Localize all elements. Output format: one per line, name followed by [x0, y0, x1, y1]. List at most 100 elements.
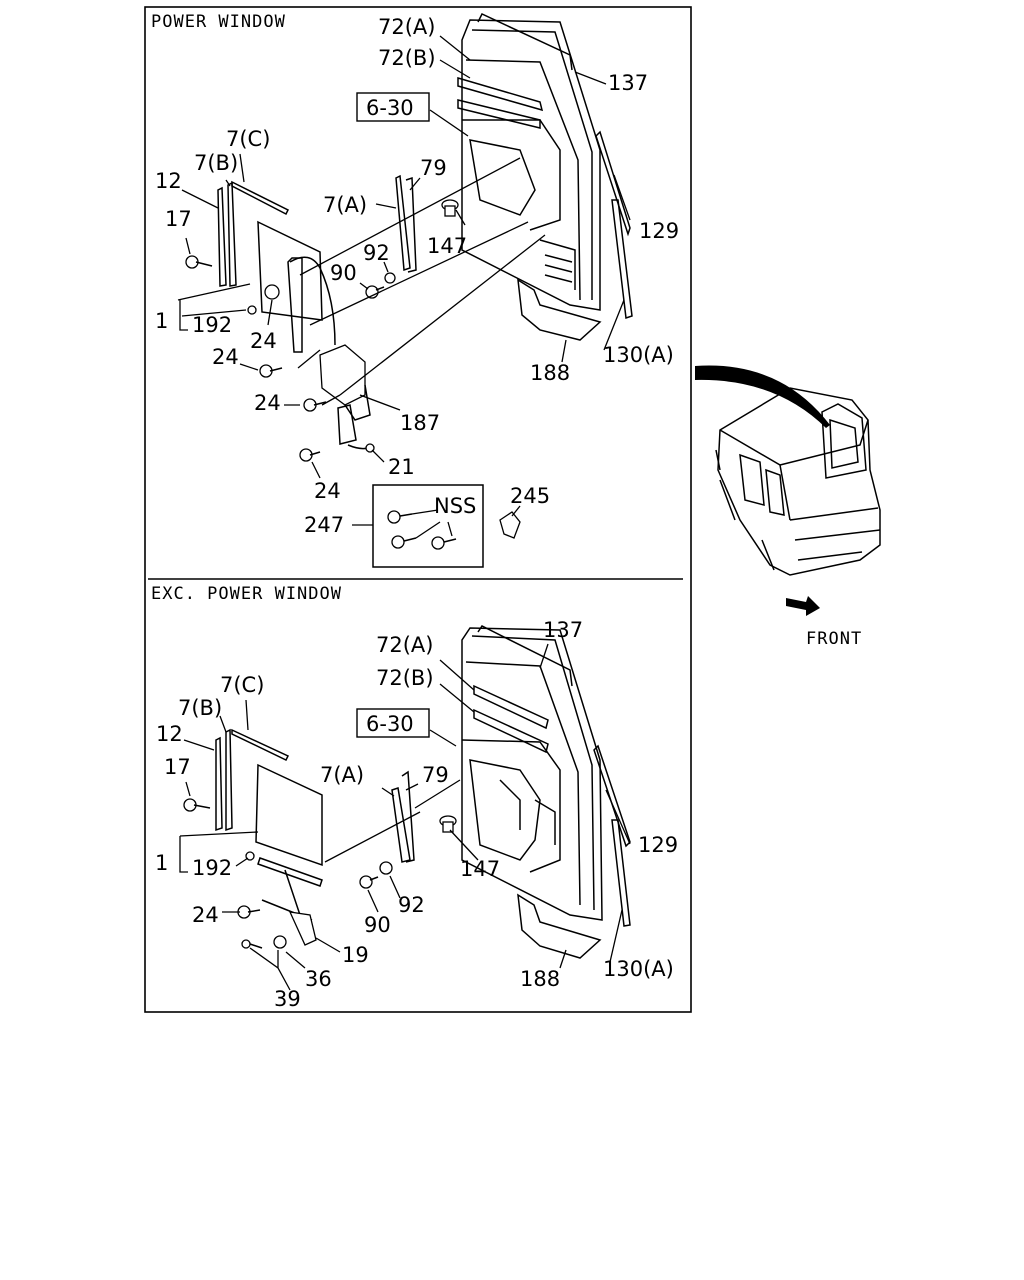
exc-power-window-section: EXC. POWER WINDOW — [151, 584, 678, 1011]
strip-129-power — [595, 130, 631, 237]
strip-130a-power — [611, 199, 633, 320]
channel-7a-power — [395, 174, 411, 272]
label-130a-exc: 130(A) — [603, 957, 674, 981]
label-188-exc: 188 — [520, 967, 560, 991]
label-137-exc: 137 — [543, 618, 583, 642]
label-12: 12 — [155, 169, 182, 193]
strip-72b-power — [457, 99, 541, 129]
label-7b: 7(B) — [194, 151, 238, 175]
front-arrow — [786, 596, 820, 616]
power-window-header: POWER WINDOW — [151, 12, 286, 32]
weatherstrip-137-exc — [477, 625, 573, 687]
label-39-exc: 39 — [274, 987, 301, 1011]
washer-92-power — [384, 272, 396, 284]
label-192-exc: 192 — [192, 856, 232, 880]
label-7a: 7(A) — [323, 193, 367, 217]
label-147: 147 — [427, 234, 467, 258]
label-nss: NSS — [434, 494, 476, 518]
leaders-power — [177, 35, 631, 479]
label-137: 137 — [608, 71, 648, 95]
bolt-24b-power — [259, 364, 283, 378]
seal-188-power — [517, 278, 602, 341]
label-79-exc: 79 — [422, 763, 449, 787]
bolt-17-power — [185, 255, 213, 269]
label-36-exc: 36 — [305, 967, 332, 991]
seal-188-exc — [517, 893, 602, 959]
connector-21-power — [347, 443, 375, 453]
channel-7c-exc — [231, 728, 290, 761]
front-label: FRONT — [806, 629, 862, 649]
glass-1-exc — [255, 763, 323, 867]
nss-box — [372, 484, 484, 568]
ref-box-6-30-exc — [356, 708, 430, 738]
label-187: 187 — [400, 411, 440, 435]
label-7a-exc: 7(A) — [320, 763, 364, 787]
label-24a: 24 — [250, 329, 277, 353]
channel-7c-power — [231, 180, 290, 216]
regulator-exc — [257, 857, 323, 946]
label-72b: 72(B) — [378, 46, 436, 70]
dashed-lines-exc — [324, 779, 461, 863]
strip-72a-exc — [473, 684, 549, 730]
label-19-exc: 19 — [342, 943, 369, 967]
label-245: 245 — [510, 484, 550, 508]
label-24b: 24 — [212, 345, 239, 369]
label-1-exc: 1 — [155, 851, 168, 875]
clip-147-exc — [439, 815, 457, 833]
label-72a: 72(A) — [378, 15, 435, 39]
label-192: 192 — [192, 313, 232, 337]
label-24d: 24 — [314, 479, 341, 503]
channel-12-exc — [215, 736, 223, 832]
clip-147-power — [441, 199, 459, 217]
glass-1-power — [257, 220, 323, 321]
label-7b-exc: 7(B) — [178, 696, 222, 720]
nut-192-power — [247, 305, 257, 315]
strip-129-exc — [593, 744, 631, 848]
label-90-exc: 90 — [364, 913, 391, 937]
label-129-exc: 129 — [638, 833, 678, 857]
label-7c-exc: 7(C) — [220, 673, 264, 697]
weatherstrip-137-power — [477, 13, 573, 71]
channel-79-power — [405, 176, 417, 273]
label-247: 247 — [304, 513, 344, 537]
bolt-90-exc — [359, 875, 379, 889]
channel-79-exc — [401, 770, 415, 863]
label-17-exc: 17 — [164, 755, 191, 779]
label-79: 79 — [420, 156, 447, 180]
power-window-section: POWER WINDOW — [151, 12, 679, 568]
bolt-24d-power — [299, 448, 321, 462]
door-panel-power — [461, 19, 601, 311]
label-90: 90 — [330, 261, 357, 285]
nss-screws — [387, 509, 457, 550]
label-188: 188 — [530, 361, 570, 385]
washer-92-exc — [379, 861, 393, 875]
label-12-exc: 12 — [156, 722, 183, 746]
bolt-17-exc — [183, 798, 211, 812]
strip-130a-exc — [611, 819, 631, 927]
truck-cab-illustration — [715, 387, 881, 576]
label-1: 1 — [155, 309, 168, 333]
label-72b-exc: 72(B) — [376, 666, 434, 690]
regulator-power — [287, 256, 371, 445]
bolt-24a-power — [264, 284, 280, 300]
truck-cab-inset: FRONT — [695, 365, 881, 649]
label-130a: 130(A) — [603, 343, 674, 367]
strip-72b-exc — [473, 708, 549, 754]
label-92: 92 — [363, 241, 390, 265]
exc-power-window-header: EXC. POWER WINDOW — [151, 584, 342, 604]
ref-box-6-30 — [356, 92, 430, 122]
label-6-30: 6-30 — [366, 96, 414, 120]
diagram-frame — [144, 6, 692, 1013]
label-24c: 24 — [254, 391, 281, 415]
channel-12-power — [217, 186, 227, 287]
handle-39-exc — [241, 935, 287, 949]
label-24-exc: 24 — [192, 903, 219, 927]
label-6-30-exc: 6-30 — [366, 712, 414, 736]
leaders-exc — [179, 643, 631, 991]
dashed-lines-power — [299, 157, 546, 396]
bolt-24c-power — [303, 398, 327, 412]
location-arrow — [695, 365, 830, 428]
bolt-24-exc — [237, 905, 261, 919]
label-129: 129 — [639, 219, 679, 243]
